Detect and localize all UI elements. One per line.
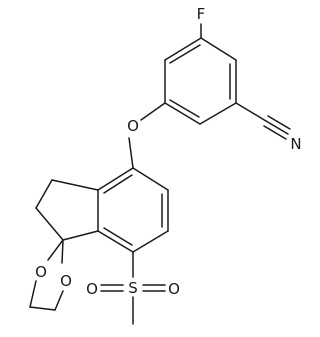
bond-o-c — [128, 137, 134, 169]
bond — [97, 230, 134, 253]
bond — [47, 239, 64, 261]
dioxolane-oxygen-left-label: O — [35, 263, 47, 281]
bond-double-inner — [103, 227, 133, 246]
bond — [97, 167, 134, 191]
bond — [35, 207, 64, 241]
bond — [35, 179, 53, 209]
bond — [164, 102, 201, 125]
bond-double-inner — [169, 99, 200, 118]
ether-oxygen-label: O — [127, 117, 139, 135]
bond-nitrile-2 — [267, 115, 291, 130]
bond-double-inner — [103, 174, 133, 194]
sulfur-atom-label: S — [128, 279, 138, 297]
sulfonyl-oxygen-left-label: O — [86, 280, 98, 298]
indane-benzene-ring — [97, 167, 169, 253]
bond-nitrile-1 — [265, 120, 289, 135]
bond-double-inner — [169, 44, 201, 64]
bond — [61, 239, 64, 264]
bond — [132, 230, 169, 253]
bond — [164, 37, 202, 61]
cyclopentane-ring — [35, 179, 99, 241]
bond — [54, 290, 64, 311]
bond — [200, 37, 237, 61]
fluorine-atom-label: F — [197, 5, 206, 23]
bond — [199, 102, 237, 125]
bond — [62, 230, 99, 241]
bond — [29, 280, 37, 308]
bond-c-cn — [235, 102, 267, 122]
structure-canvas: F N O O O S — [29, 5, 302, 325]
bond-c-o — [140, 102, 166, 121]
methylsulfonyl-group: S O O — [86, 251, 180, 325]
dioxolane-ring: O O — [29, 239, 72, 311]
bond — [132, 167, 169, 191]
bond-nitrile-3 — [263, 125, 287, 140]
bond — [29, 306, 56, 311]
nitrile-nitrogen-label: N — [290, 135, 301, 153]
fluorobenzonitrile-ring — [164, 37, 237, 125]
sulfonyl-oxygen-right-label: O — [168, 280, 180, 298]
molecule-diagram: F N O O O S — [29, 5, 302, 325]
bond — [51, 179, 99, 191]
dioxolane-oxygen-right-label: O — [60, 272, 72, 290]
